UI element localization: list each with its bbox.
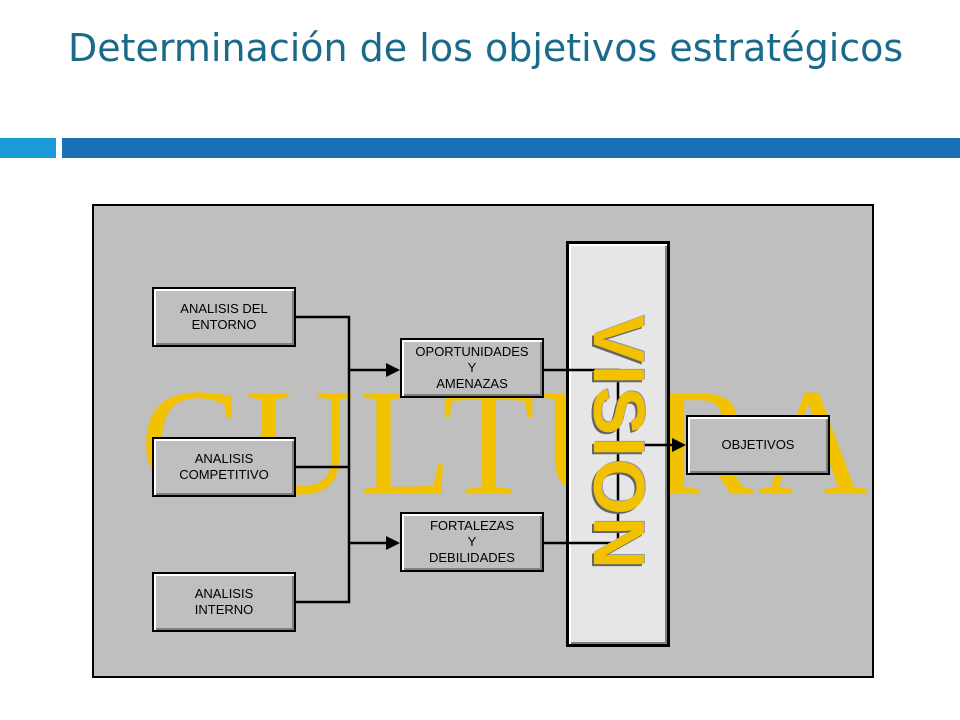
- title-accent-bar-left: [0, 138, 56, 158]
- title-accent-bar-right: [62, 138, 960, 158]
- analisis-interno-box: ANALISIS INTERNO: [152, 572, 296, 632]
- left-bracket-line: [296, 315, 351, 604]
- arrowhead-oportunidades: [386, 363, 400, 377]
- fortalezas-to-vision-line: [544, 446, 620, 545]
- arrowhead-objetivos: [672, 438, 686, 452]
- analisis-competitivo-box: ANALISIS COMPETITIVO: [152, 437, 296, 497]
- objetivos-box: OBJETIVOS: [686, 415, 830, 475]
- oportunidades-to-vision-line: [544, 368, 620, 444]
- slide-title: Determinación de los objetivos estratégi…: [68, 26, 904, 70]
- oportunidades-amenazas-box: OPORTUNIDADES Y AMENAZAS: [400, 338, 544, 398]
- vision-label: VISION: [578, 314, 658, 572]
- fortalezas-debilidades-box: FORTALEZAS Y DEBILIDADES: [400, 512, 544, 572]
- analisis-entorno-box: ANALISIS DEL ENTORNO: [152, 287, 296, 347]
- arrowhead-fortalezas: [386, 536, 400, 550]
